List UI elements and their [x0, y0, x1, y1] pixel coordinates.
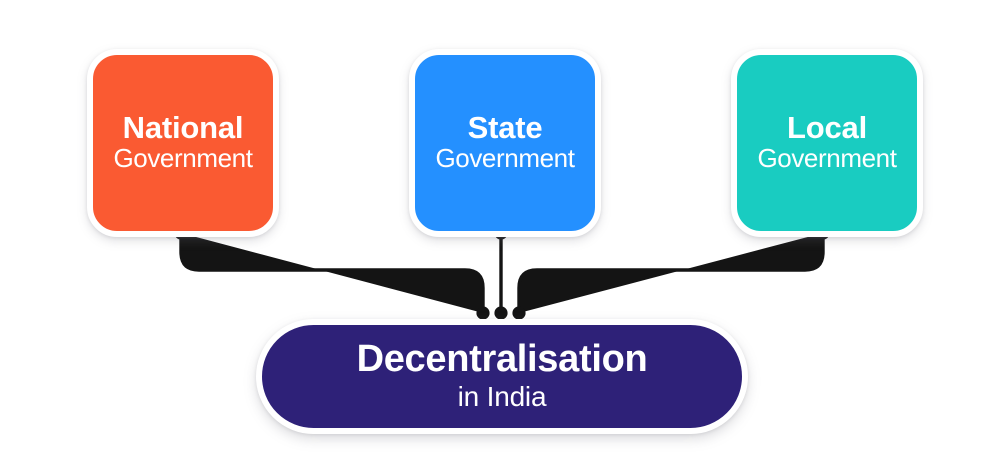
node-national-subtitle: Government — [113, 142, 253, 173]
connector-dot-national-end — [476, 306, 490, 320]
node-national-title: National — [122, 110, 244, 146]
node-decentralisation-subtitle: in India — [457, 380, 547, 412]
node-local-government[interactable]: Local Government — [731, 49, 923, 237]
connector-local-path — [517, 231, 825, 315]
connector-national-path — [179, 231, 485, 315]
node-decentralisation-title: Decentralisation — [356, 337, 648, 380]
connector-dot-state-end — [494, 306, 508, 320]
node-local-subtitle: Government — [757, 142, 897, 173]
node-state-subtitle: Government — [435, 142, 575, 173]
node-local-title: Local — [787, 110, 867, 146]
node-state-government[interactable]: State Government — [409, 49, 601, 237]
node-state-title: State — [467, 110, 543, 146]
node-national-government[interactable]: National Government — [87, 49, 279, 237]
connector-dot-local-end — [512, 306, 526, 320]
node-decentralisation-result[interactable]: Decentralisation in India — [256, 319, 748, 434]
